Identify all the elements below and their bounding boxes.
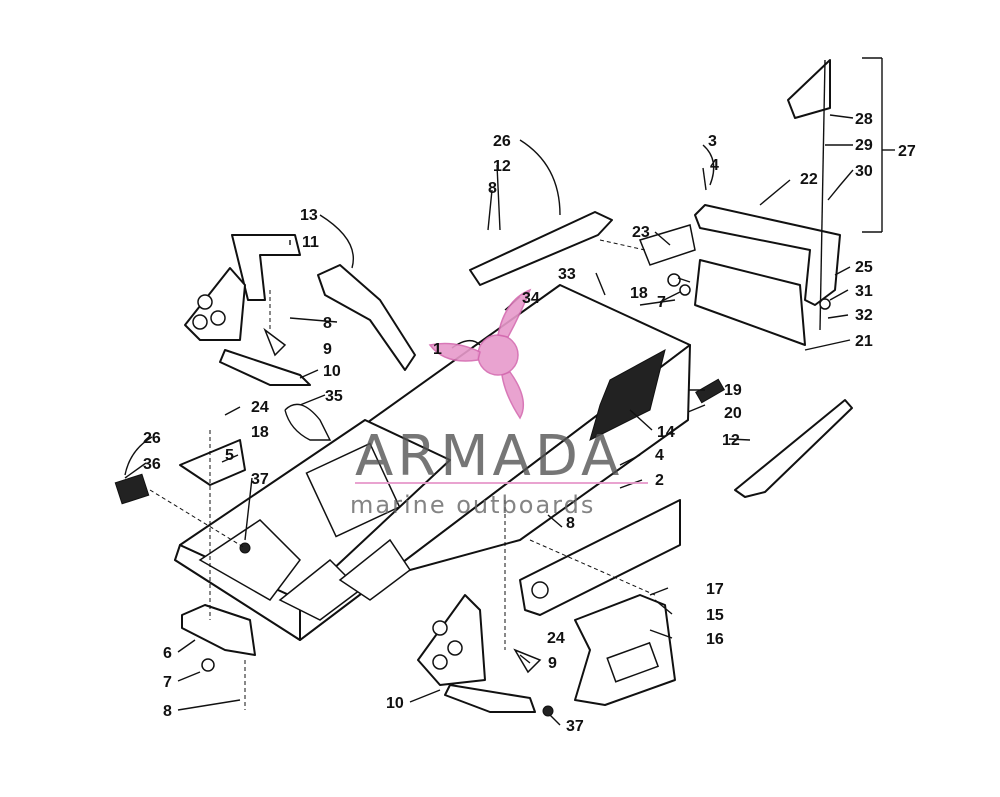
callout-26: 26 xyxy=(493,133,511,150)
callout-37: 37 xyxy=(566,718,584,735)
callout-13: 13 xyxy=(300,207,318,224)
callout-34: 34 xyxy=(522,290,540,307)
rear-bumper xyxy=(638,204,841,306)
callout-21: 21 xyxy=(855,333,873,350)
callout-26: 26 xyxy=(143,430,161,447)
footrest-left xyxy=(184,267,311,386)
callout-32: 32 xyxy=(855,307,873,324)
callout-2: 2 xyxy=(655,472,664,489)
callout-4: 4 xyxy=(710,157,719,174)
cover-15 xyxy=(574,594,676,706)
callout-8: 8 xyxy=(323,315,332,332)
frame-bracket xyxy=(231,234,416,371)
callout-24: 24 xyxy=(547,630,565,647)
callout-18: 18 xyxy=(251,424,269,441)
callout-30: 30 xyxy=(855,163,873,180)
callout-19: 19 xyxy=(724,382,742,399)
callout-7: 7 xyxy=(163,674,172,691)
callout-29: 29 xyxy=(855,137,873,154)
watermark-brand: ARMADA xyxy=(355,424,623,489)
footrest-right xyxy=(417,594,536,713)
callout-3: 3 xyxy=(708,133,717,150)
callout-35: 35 xyxy=(325,388,343,405)
callout-1: 1 xyxy=(433,341,442,358)
callout-20: 20 xyxy=(724,405,742,422)
assembly-lines xyxy=(149,239,656,710)
callout-8: 8 xyxy=(163,703,172,720)
callout-33: 33 xyxy=(558,266,576,283)
callout-18: 18 xyxy=(630,285,648,302)
callout-15: 15 xyxy=(706,607,724,624)
callout-16: 16 xyxy=(706,631,724,648)
leader-lines xyxy=(124,57,895,726)
callout-11: 11 xyxy=(302,234,319,251)
callout-31: 31 xyxy=(855,283,873,300)
callout-7: 7 xyxy=(657,294,666,311)
snow-flap xyxy=(694,259,806,346)
callout-12: 12 xyxy=(493,158,511,175)
callout-10: 10 xyxy=(386,695,404,712)
callout-36: 36 xyxy=(143,456,161,473)
bracket-6 xyxy=(181,604,256,656)
bracket-5 xyxy=(179,439,246,486)
callout-5: 5 xyxy=(225,447,234,464)
callout-labels: 1 2 3 4 4 5 6 7 7 8 8 8 8 9 9 10 10 11 1… xyxy=(143,111,916,735)
callout-37: 37 xyxy=(251,471,269,488)
callout-22: 22 xyxy=(800,171,818,188)
side-panel-right xyxy=(519,499,681,616)
callout-8: 8 xyxy=(488,180,497,197)
propeller-logo-icon xyxy=(428,288,532,420)
callout-27: 27 xyxy=(898,143,916,160)
callout-12: 12 xyxy=(722,432,740,449)
callout-9: 9 xyxy=(548,655,557,672)
trim-12-top xyxy=(469,211,613,286)
chassis-tunnel xyxy=(174,284,691,641)
watermark-tagline: marine outboards xyxy=(350,491,595,519)
callout-14: 14 xyxy=(657,424,675,441)
callout-10: 10 xyxy=(323,363,341,380)
callout-4: 4 xyxy=(655,447,664,464)
callout-9: 9 xyxy=(323,341,332,358)
callout-8: 8 xyxy=(566,515,575,532)
hardware xyxy=(114,273,831,717)
callout-28: 28 xyxy=(855,111,873,128)
trim-12-right xyxy=(734,399,853,498)
callout-24: 24 xyxy=(251,399,269,416)
brand-watermark: ARMADA marine outboards xyxy=(350,288,648,519)
callout-23: 23 xyxy=(632,224,650,241)
callout-6: 6 xyxy=(163,645,172,662)
callout-17: 17 xyxy=(706,581,724,598)
callout-25: 25 xyxy=(855,259,873,276)
safety-flag xyxy=(787,59,831,331)
